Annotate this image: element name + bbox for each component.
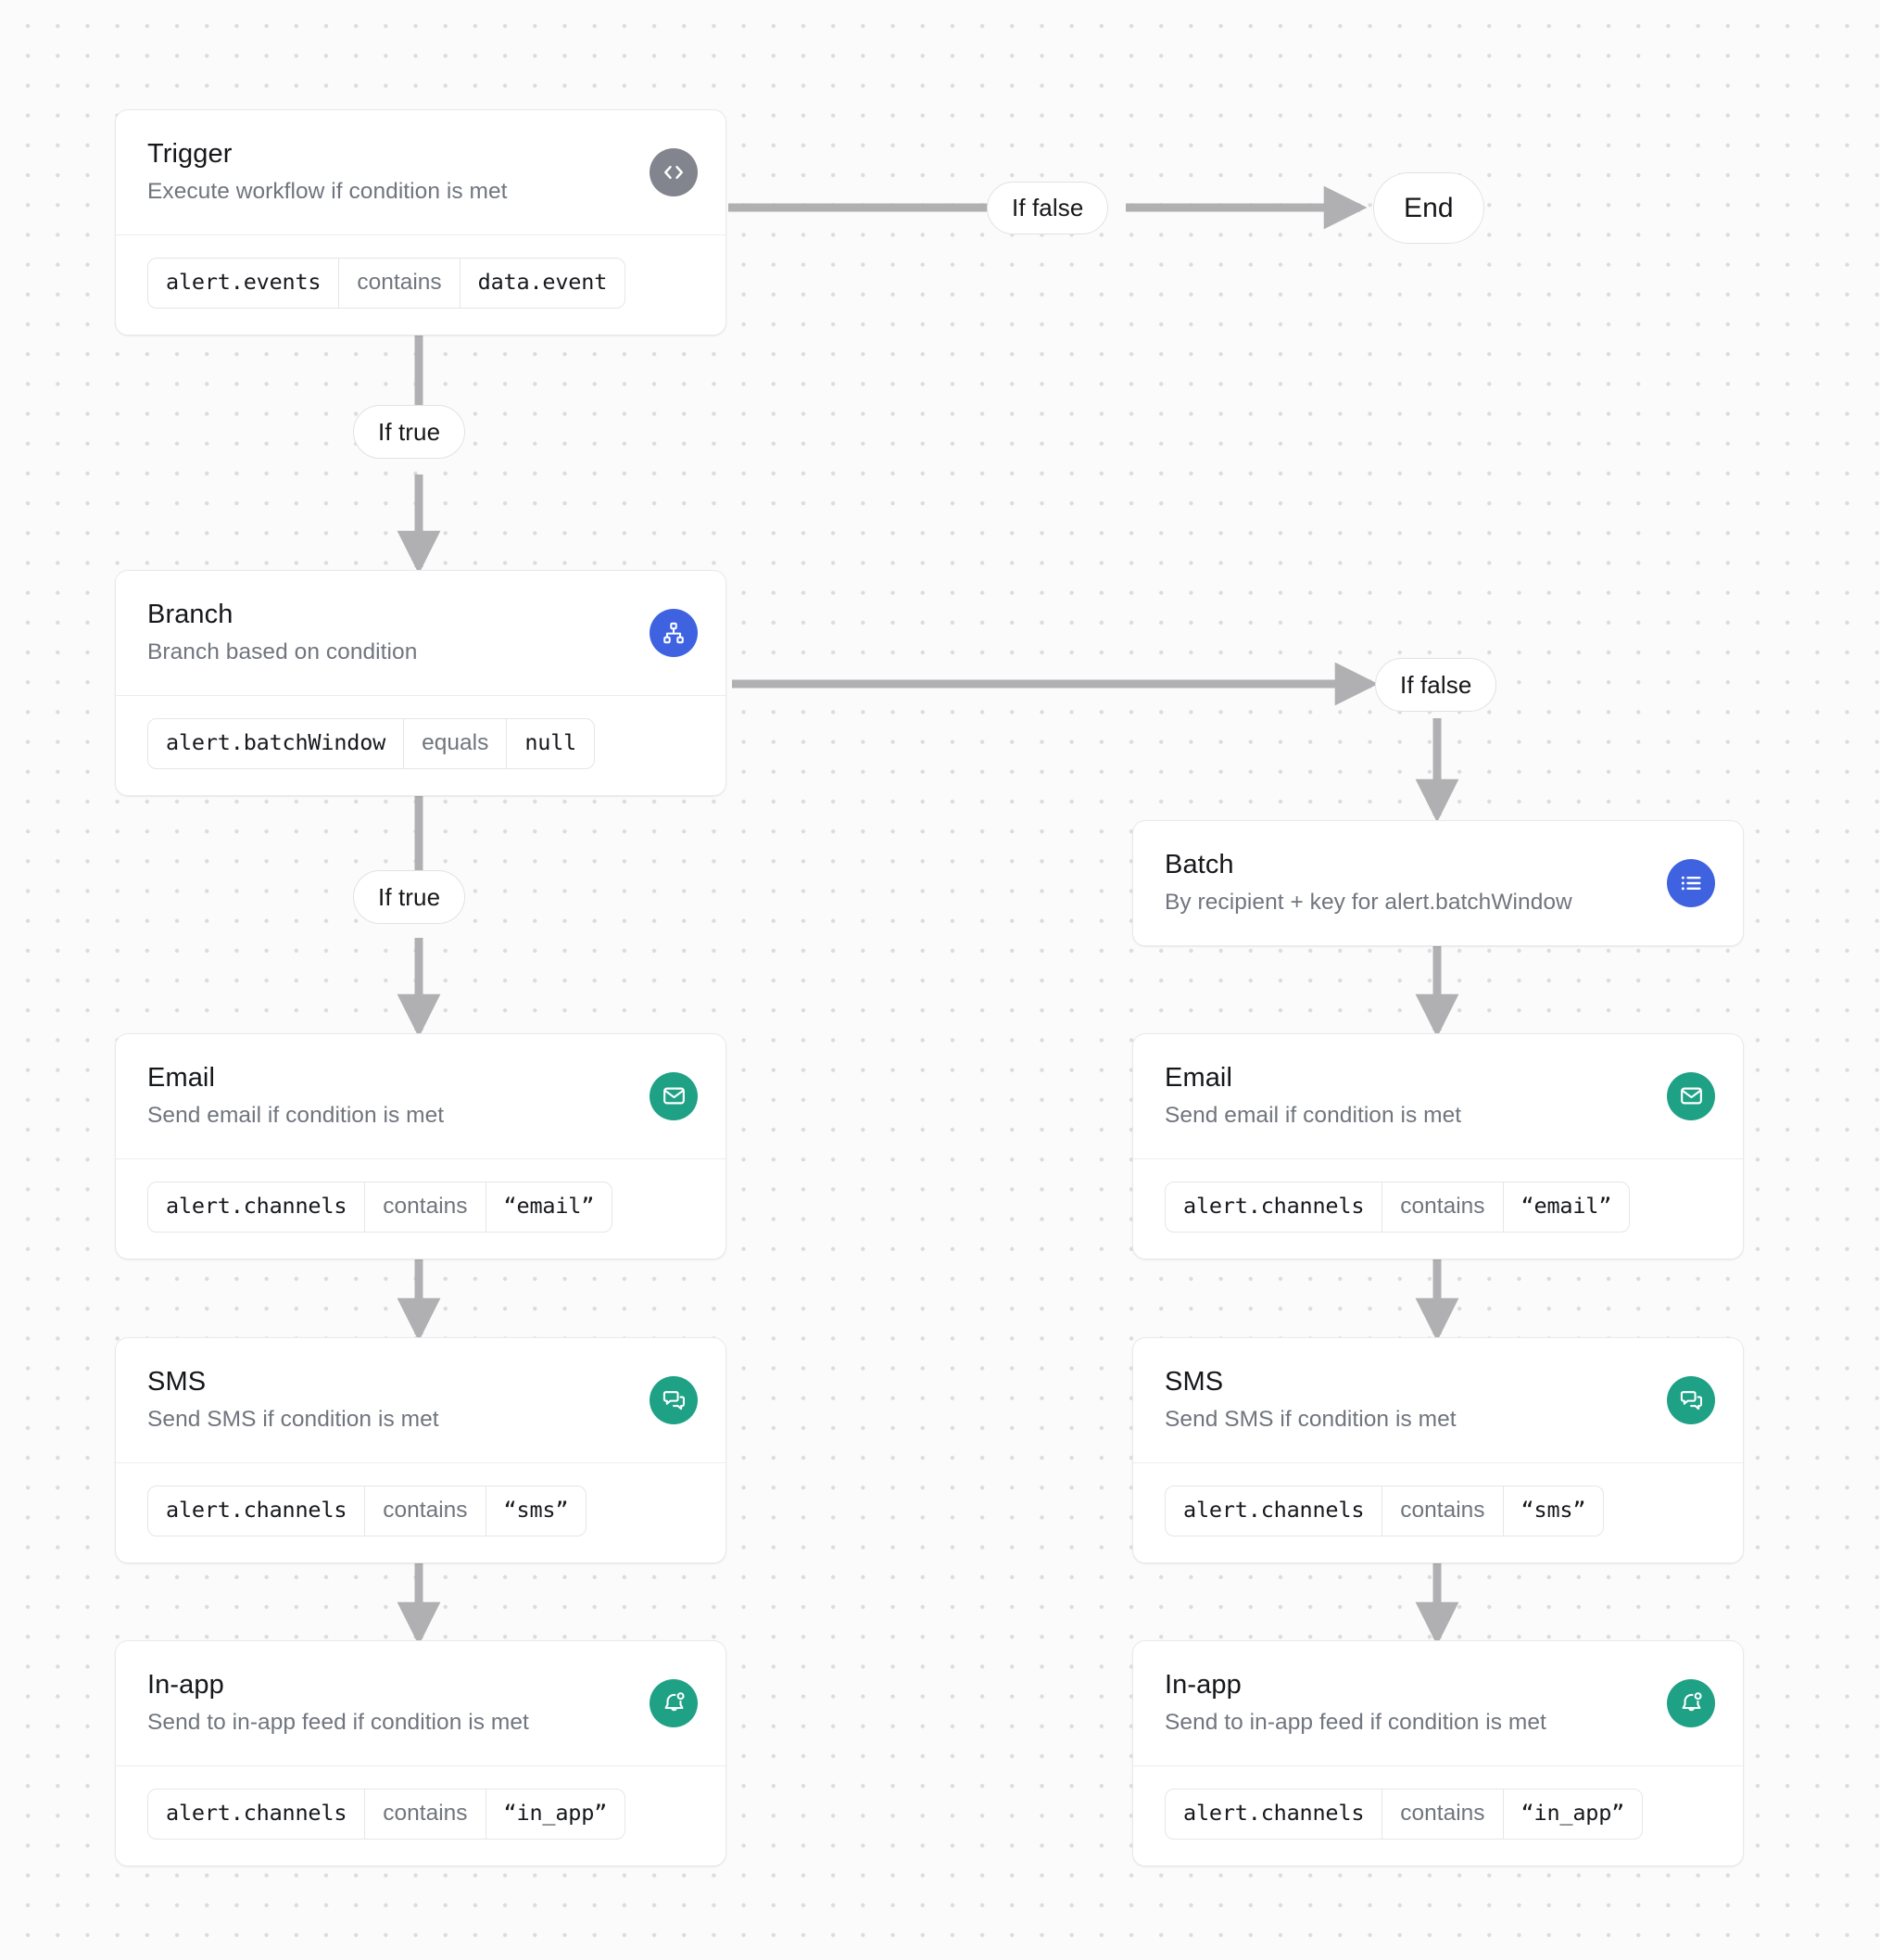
node-sms-left-title: SMS — [147, 1367, 207, 1397]
condition-field: alert.channels — [166, 1497, 347, 1524]
code-brackets-icon — [650, 147, 698, 196]
node-sms-right[interactable]: SMS Send SMS if condition is met alert.c… — [1132, 1337, 1744, 1564]
list-icon — [1667, 858, 1715, 907]
node-branch[interactable]: Branch Branch based on condition alert.b… — [115, 570, 726, 797]
condition-operator: contains — [1382, 1789, 1502, 1840]
condition-value: data.event — [459, 258, 625, 309]
node-sms-left-header: SMS Send SMS if condition is met — [116, 1338, 726, 1462]
node-branch-condition: alert.batchWindow equals null — [116, 694, 726, 795]
condition-value: “in_app” — [1502, 1789, 1643, 1840]
edge-label-branch-if-false[interactable]: If false — [1375, 658, 1497, 712]
bell-dot-icon — [650, 1678, 698, 1727]
node-inapp-right[interactable]: In-app Send to in-app feed if condition … — [1132, 1640, 1744, 1867]
node-batch[interactable]: Batch By recipient + key for alert.batch… — [1132, 820, 1744, 946]
node-inapp-right-header: In-app Send to in-app feed if condition … — [1133, 1641, 1743, 1765]
node-email-left-condition: alert.channels contains “email” — [116, 1157, 726, 1258]
condition-field: alert.channels — [1183, 1193, 1365, 1220]
condition-pill[interactable]: alert.channels contains “sms” — [147, 1485, 587, 1537]
node-email-left-title: Email — [147, 1063, 216, 1093]
node-email-right-description: Send email if condition is met — [1165, 1103, 1462, 1129]
condition-pill[interactable]: alert.channels contains “email” — [147, 1181, 613, 1233]
node-email-left-header: Email Send email if condition is met — [116, 1034, 726, 1158]
condition-pill[interactable]: alert.batchWindow equals null — [147, 717, 596, 770]
node-end[interactable]: End — [1373, 172, 1484, 244]
condition-pill[interactable]: alert.channels contains “in_app” — [147, 1788, 626, 1840]
condition-field: alert.channels — [166, 1193, 347, 1220]
node-email-left-description: Send email if condition is met — [147, 1103, 445, 1129]
node-inapp-right-condition: alert.channels contains “in_app” — [1133, 1764, 1743, 1865]
condition-value: “sms” — [485, 1486, 587, 1536]
edge-label-branch-if-true[interactable]: If true — [353, 870, 466, 924]
edge-label-text: If true — [378, 882, 441, 911]
node-end-label: End — [1404, 192, 1454, 223]
node-inapp-left-description: Send to in-app feed if condition is met — [147, 1710, 529, 1736]
condition-operator: contains — [338, 258, 459, 309]
condition-pill[interactable]: alert.channels contains “sms” — [1165, 1485, 1605, 1537]
condition-operator: contains — [364, 1182, 485, 1233]
node-trigger-header: Trigger Execute workflow if condition is… — [116, 110, 726, 234]
node-sms-right-description: Send SMS if condition is met — [1165, 1407, 1457, 1433]
condition-value: “in_app” — [485, 1789, 625, 1840]
node-inapp-left-title: In-app — [147, 1670, 224, 1700]
node-trigger[interactable]: Trigger Execute workflow if condition is… — [115, 109, 726, 336]
node-trigger-condition: alert.events contains data.event — [116, 234, 726, 335]
node-email-left[interactable]: Email Send email if condition is met ale… — [115, 1033, 726, 1260]
node-trigger-title: Trigger — [147, 139, 233, 169]
node-branch-description: Branch based on condition — [147, 639, 418, 665]
node-inapp-right-title: In-app — [1165, 1670, 1242, 1700]
condition-operator: contains — [364, 1486, 485, 1536]
hierarchy-icon — [650, 608, 698, 657]
edge-label-text: If false — [1012, 194, 1084, 221]
condition-value: “email” — [485, 1182, 612, 1233]
edge-label-trigger-if-false[interactable]: If false — [987, 182, 1109, 234]
condition-value: “email” — [1502, 1182, 1630, 1233]
edge-label-text: If false — [1400, 670, 1472, 699]
node-trigger-description: Execute workflow if condition is met — [147, 179, 508, 205]
node-sms-left[interactable]: SMS Send SMS if condition is met alert.c… — [115, 1337, 726, 1564]
node-inapp-left[interactable]: In-app Send to in-app feed if condition … — [115, 1640, 726, 1867]
node-email-right-condition: alert.channels contains “email” — [1133, 1157, 1743, 1258]
node-batch-description: By recipient + key for alert.batchWindow — [1165, 890, 1572, 916]
node-batch-title: Batch — [1165, 850, 1234, 879]
node-sms-right-header: SMS Send SMS if condition is met — [1133, 1338, 1743, 1462]
condition-operator: contains — [1382, 1182, 1502, 1233]
condition-pill[interactable]: alert.channels contains “in_app” — [1165, 1788, 1644, 1840]
edge-label-text: If true — [378, 417, 441, 446]
envelope-icon — [1667, 1071, 1715, 1120]
condition-pill[interactable]: alert.channels contains “email” — [1165, 1181, 1631, 1233]
node-branch-title: Branch — [147, 600, 233, 629]
node-batch-header: Batch By recipient + key for alert.batch… — [1133, 821, 1743, 945]
chat-bubbles-icon — [1667, 1375, 1715, 1424]
condition-field: alert.batchWindow — [166, 729, 386, 756]
condition-operator: contains — [1382, 1486, 1502, 1536]
node-inapp-right-description: Send to in-app feed if condition is met — [1165, 1710, 1546, 1736]
node-branch-header: Branch Branch based on condition — [116, 571, 726, 695]
condition-value: null — [506, 718, 594, 769]
condition-field: alert.channels — [1183, 1497, 1365, 1524]
condition-operator: equals — [403, 718, 506, 769]
chat-bubbles-icon — [650, 1375, 698, 1424]
node-sms-right-condition: alert.channels contains “sms” — [1133, 1461, 1743, 1562]
node-sms-left-condition: alert.channels contains “sms” — [116, 1461, 726, 1562]
condition-field: alert.channels — [1183, 1800, 1365, 1827]
node-inapp-left-header: In-app Send to in-app feed if condition … — [116, 1641, 726, 1765]
node-sms-left-description: Send SMS if condition is met — [147, 1407, 439, 1433]
condition-field: alert.channels — [166, 1800, 347, 1827]
edge-label-trigger-if-true[interactable]: If true — [353, 405, 466, 459]
node-inapp-left-condition: alert.channels contains “in_app” — [116, 1764, 726, 1865]
node-email-right[interactable]: Email Send email if condition is met ale… — [1132, 1033, 1744, 1260]
condition-operator: contains — [364, 1789, 485, 1840]
bell-dot-icon — [1667, 1678, 1715, 1727]
node-email-right-header: Email Send email if condition is met — [1133, 1034, 1743, 1158]
condition-field: alert.events — [166, 269, 322, 296]
node-sms-right-title: SMS — [1165, 1367, 1224, 1397]
condition-pill[interactable]: alert.events contains data.event — [147, 257, 626, 310]
node-email-right-title: Email — [1165, 1063, 1233, 1093]
condition-value: “sms” — [1502, 1486, 1604, 1536]
envelope-icon — [650, 1071, 698, 1120]
